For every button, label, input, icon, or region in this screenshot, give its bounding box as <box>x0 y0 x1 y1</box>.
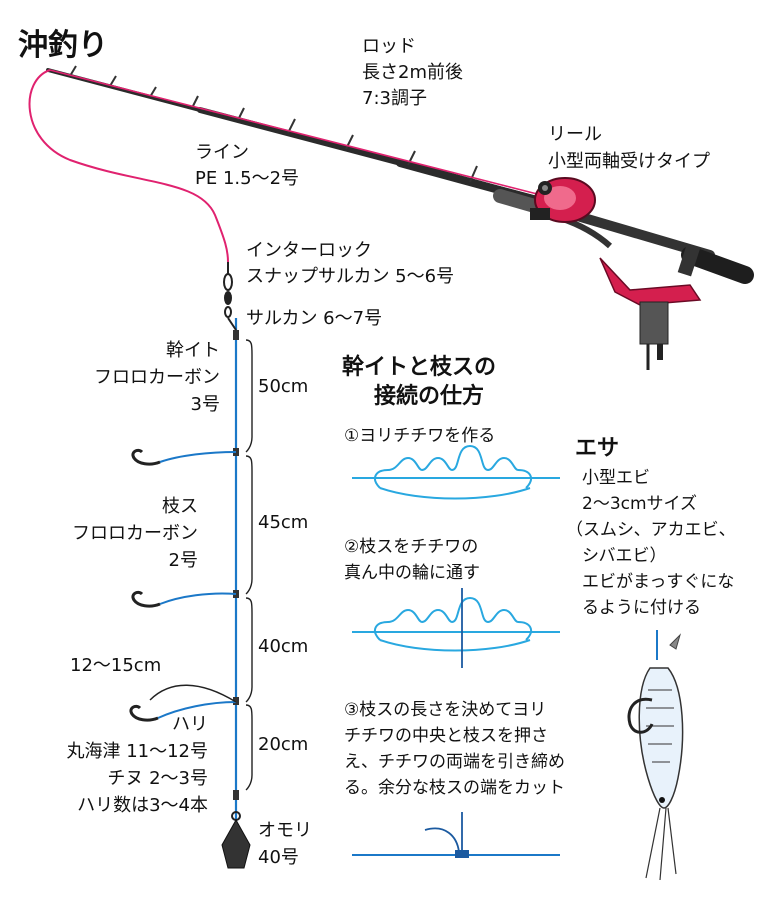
svg-text:リール: リール <box>548 124 602 145</box>
svg-text:接続の仕方: 接続の仕方 <box>374 383 484 409</box>
svg-text:3号: 3号 <box>191 394 220 415</box>
svg-text:2〜3cmサイズ: 2〜3cmサイズ <box>582 494 697 514</box>
hook-label: ハリ 丸海津 11〜12号 チヌ 2〜3号 ハリ数は3〜4本 <box>66 714 208 816</box>
svg-text:エビがまっすぐにな: エビがまっすぐにな <box>582 572 734 592</box>
svg-text:ロッド: ロッド <box>362 36 416 57</box>
svg-text:る。余分な枝スの端をカット: る。余分な枝スの端をカット <box>344 778 565 798</box>
mainline-label: 幹イト フロロカーボン 3号 <box>94 340 220 415</box>
svg-text:ハリ数は3〜4本: ハリ数は3〜4本 <box>77 795 208 816</box>
svg-text:丸海津 11〜12号: 丸海津 11〜12号 <box>66 741 208 762</box>
svg-text:45cm: 45cm <box>258 512 308 533</box>
svg-text:2号: 2号 <box>169 550 198 571</box>
distance-brackets <box>245 339 253 791</box>
svg-text:長さ2m前後: 長さ2m前後 <box>362 62 463 83</box>
svg-text:③枝スの長さを決めてヨリ: ③枝スの長さを決めてヨリ <box>344 700 546 720</box>
sinker-label: オモリ 40号 <box>258 820 312 868</box>
svg-text:チヌ 2〜3号: チヌ 2〜3号 <box>107 768 208 789</box>
swivel-label: サルカン 6〜7号 <box>246 308 382 329</box>
branch-1 <box>131 448 237 466</box>
page-title: 沖釣り <box>18 28 108 63</box>
svg-text:幹イトと枝スの: 幹イトと枝スの <box>342 354 496 380</box>
shrimp-bait <box>627 630 684 881</box>
svg-text:オモリ: オモリ <box>258 820 312 841</box>
hook-icon <box>129 704 159 722</box>
line-label: ライン PE 1.5〜2号 <box>195 142 299 189</box>
knot-step1 <box>352 444 560 500</box>
svg-text:7:3調子: 7:3調子 <box>362 88 427 109</box>
svg-text:シバエビ）: シバエビ） <box>582 546 667 566</box>
branch-length-label: 12〜15cm <box>70 655 161 676</box>
hook-icon <box>131 448 161 466</box>
svg-text:ライン: ライン <box>195 142 249 163</box>
step2-text: ②枝スをチチワの 真ん中の輪に通す <box>344 537 480 583</box>
snap-swivel <box>223 262 233 318</box>
svg-text:（スムシ、アカエビ、: （スムシ、アカエビ、 <box>566 520 736 540</box>
svg-text:小型両軸受けタイプ: 小型両軸受けタイプ <box>548 151 710 172</box>
reel-illustration <box>530 177 596 223</box>
method-heading: 幹イトと枝スの 接続の仕方 <box>342 354 496 409</box>
svg-text:え、チチワの両端を引き締め: え、チチワの両端を引き締め <box>344 752 565 772</box>
svg-text:40cm: 40cm <box>258 636 308 657</box>
branch-2 <box>131 590 237 608</box>
svg-text:チチワの中央と枝スを押さ: チチワの中央と枝スを押さ <box>344 726 548 746</box>
snap-label: インターロック スナップサルカン 5〜6号 <box>246 240 454 287</box>
svg-text:インターロック: インターロック <box>246 240 372 261</box>
bait-heading: エサ <box>575 436 619 461</box>
svg-text:フロロカーボン: フロロカーボン <box>94 367 220 388</box>
svg-text:スナップサルカン 5〜6号: スナップサルカン 5〜6号 <box>246 266 454 287</box>
sinker <box>221 811 251 869</box>
svg-text:PE 1.5〜2号: PE 1.5〜2号 <box>195 168 299 189</box>
step1-text: ①ヨリチチワを作る <box>344 426 495 446</box>
svg-text:るように付ける: るように付ける <box>582 598 701 618</box>
svg-text:小型エビ: 小型エビ <box>582 468 650 488</box>
svg-text:枝ス: 枝ス <box>162 496 198 517</box>
svg-text:真ん中の輪に通す: 真ん中の輪に通す <box>344 563 480 583</box>
svg-text:②枝スをチチワの: ②枝スをチチワの <box>344 537 478 557</box>
step3-text: ③枝スの長さを決めてヨリ チチワの中央と枝スを押さ え、チチワの両端を引き締め … <box>344 700 565 798</box>
svg-text:フロロカーボン: フロロカーボン <box>72 523 198 544</box>
hook-icon <box>131 590 161 608</box>
svg-text:ハリ: ハリ <box>172 714 208 735</box>
reel-label: リール 小型両軸受けタイプ <box>548 124 710 172</box>
main-line <box>28 69 229 263</box>
svg-text:40号: 40号 <box>258 847 299 868</box>
hook-icon <box>627 697 654 734</box>
svg-text:幹イト: 幹イト <box>166 340 220 361</box>
svg-text:20cm: 20cm <box>258 734 308 755</box>
rod-holder <box>599 257 702 370</box>
knot-step2 <box>352 588 560 668</box>
branch-3 <box>129 684 237 722</box>
branch-label: 枝ス フロロカーボン 2号 <box>72 496 198 571</box>
distance-labels: 50cm 45cm 40cm 20cm <box>258 376 308 755</box>
bait-text: 小型エビ 2〜3cmサイズ （スムシ、アカエビ、 シバエビ） エビがまっすぐにな… <box>566 468 736 618</box>
svg-text:50cm: 50cm <box>258 376 308 397</box>
rod-label: ロッド 長さ2m前後 7:3調子 <box>362 36 463 109</box>
knot-step3 <box>352 812 560 858</box>
